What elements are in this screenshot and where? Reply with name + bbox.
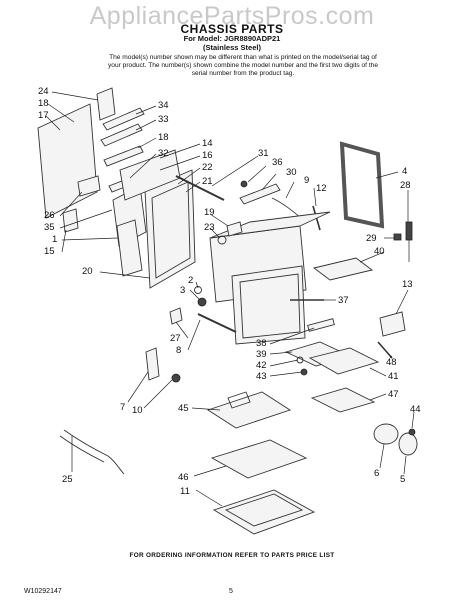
callout-18-b: 18 [158, 132, 169, 143]
callout-21: 21 [202, 176, 213, 187]
part-19 [226, 221, 243, 237]
part-wire-harness [63, 429, 125, 475]
callout-47: 47 [388, 389, 399, 400]
part-plate-15 [62, 208, 79, 233]
callout-29: 29 [366, 233, 377, 244]
material-label: (Stainless Steel) [203, 43, 261, 52]
model-note: The model(s) number shown may be differe… [108, 54, 378, 77]
callout-17: 17 [38, 110, 49, 121]
part-duct-1 [116, 219, 143, 277]
part-bracket-26 [77, 175, 101, 197]
callout-39: 39 [256, 349, 267, 360]
callout-24: 24 [38, 86, 49, 97]
part-23 [217, 235, 227, 245]
part-broil-pan-11 [212, 489, 316, 535]
part-burner-6 [373, 423, 399, 445]
callout-3: 3 [180, 285, 185, 296]
part-screw-36 [240, 180, 248, 188]
callout-1: 1 [52, 234, 57, 245]
part-bracket-7 [145, 347, 160, 381]
part-pan-46 [210, 439, 308, 479]
part-light-28 [405, 221, 413, 241]
part-cap-5 [398, 432, 418, 456]
callout-2: 2 [188, 275, 193, 286]
callout-19: 19 [204, 207, 215, 218]
callout-14: 14 [202, 138, 213, 149]
callout-28: 28 [400, 180, 411, 191]
part-2 [194, 286, 202, 294]
part-rack-47 [310, 387, 376, 413]
callout-35: 35 [44, 222, 55, 233]
callout-23: 23 [204, 222, 215, 233]
callout-45: 45 [178, 403, 189, 414]
callout-18: 18 [38, 98, 49, 109]
part-48 [377, 341, 393, 359]
callout-4: 4 [402, 166, 407, 177]
ordering-info: FOR ORDERING INFORMATION REFER TO PARTS … [129, 552, 335, 559]
callout-32: 32 [158, 148, 169, 159]
callout-33: 33 [158, 114, 169, 125]
callout-12: 12 [316, 183, 327, 194]
part-44 [408, 428, 416, 436]
callout-42: 42 [256, 360, 267, 371]
callout-5: 5 [400, 474, 405, 485]
callout-38: 38 [256, 338, 267, 349]
callout-34: 34 [158, 100, 169, 111]
callout-46: 46 [178, 472, 189, 483]
callout-20: 20 [82, 266, 93, 277]
callout-43: 43 [256, 371, 267, 382]
part-bracket-30 [239, 183, 281, 205]
part-bracket-13 [379, 311, 406, 337]
callout-44: 44 [410, 404, 421, 415]
part-vent-33 [100, 123, 143, 147]
callout-36: 36 [272, 157, 283, 168]
part-screw-10 [171, 373, 181, 383]
page-title: CHASSIS PARTS [180, 22, 284, 36]
callout-27: 27 [170, 333, 181, 344]
part-top-bracket [96, 87, 116, 121]
part-oven-cavity-lower-inner [239, 273, 301, 339]
callout-11: 11 [180, 486, 190, 497]
callout-22: 22 [202, 162, 213, 173]
part-oven-cavity-lower [231, 265, 306, 345]
callout-40: 40 [374, 246, 385, 257]
part-side-panel-inner [151, 181, 191, 279]
callout-7: 7 [120, 402, 125, 413]
part-door-gasket [339, 141, 385, 229]
callout-48: 48 [386, 357, 397, 368]
part-38 [307, 318, 335, 332]
callout-30: 30 [286, 167, 297, 178]
callout-31: 31 [258, 148, 269, 159]
part-27 [169, 307, 183, 325]
callout-9: 9 [304, 175, 309, 186]
part-tray-40 [312, 257, 374, 281]
watermark-text: AppliancePartsPros.com [89, 2, 375, 30]
callout-41: 41 [388, 371, 399, 382]
part-plate-45 [206, 391, 292, 429]
page-number: 5 [229, 588, 233, 595]
document-id: W10292147 [24, 588, 62, 595]
callout-16: 16 [202, 150, 213, 161]
model-number: For Model: JGR8890ADP21 [183, 34, 281, 43]
part-channel-18 [103, 145, 144, 167]
callout-10: 10 [132, 405, 143, 416]
callout-15: 15 [44, 246, 55, 257]
callout-37: 37 [338, 295, 349, 306]
callout-25: 25 [62, 474, 73, 485]
part-rack-41 [308, 347, 380, 375]
part-switch-29 [393, 233, 402, 241]
part-back-panel [37, 103, 98, 219]
callout-6: 6 [374, 468, 379, 479]
callout-8: 8 [176, 345, 181, 356]
callout-26: 26 [44, 210, 55, 221]
part-vent-34 [102, 107, 145, 131]
part-rod-8 [197, 313, 237, 333]
callout-13: 13 [402, 279, 413, 290]
